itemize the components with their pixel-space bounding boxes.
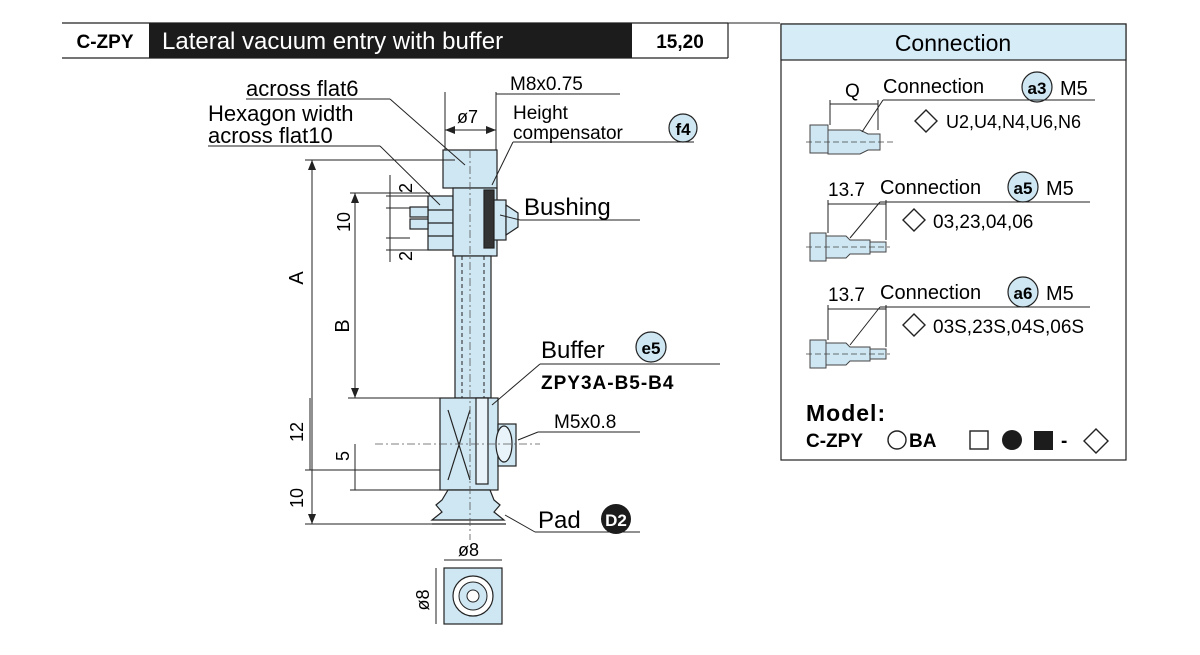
badge-f4 [668,113,698,143]
connection-panel: Connection Q Connection a3 M5 U2,U4,N4,U… [780,23,1127,461]
conn1-thread: M5 [1060,78,1088,100]
header-bar: C-ZPY Lateral vacuum entry with buffer 1… [62,22,780,59]
label-port-thread: M5x0.8 [554,412,616,433]
model-prefix: C-ZPY [806,431,863,452]
label-buffer-part: ZPY3A-B5-B4 [541,373,674,394]
model-ba: BA [909,431,937,452]
part-drawing [409,92,519,525]
dim-A: A [286,271,308,285]
pad-part [430,489,506,521]
badge-a3-text: a3 [1028,79,1047,98]
conn2-label: Connection [880,177,981,199]
badge-f4-text: f4 [675,120,691,139]
conn2-dim: 13.7 [828,180,865,201]
conn3-options: 03S,23S,04S,06S [933,317,1084,338]
badge-a5-text: a5 [1014,179,1033,198]
label-thread-top: M8x0.75 [510,74,583,95]
label-pad: Pad [538,507,581,534]
badge-d2 [601,504,631,534]
conn1-options: U2,U4,N4,U6,N6 [946,112,1081,132]
header-title-bg [149,23,632,58]
bottom-view: ø8 ø8 [413,540,503,625]
connection-item-a3: Q Connection a3 M5 U2,U4,N4,U6,N6 [806,71,1095,155]
circle-outline-icon [887,430,907,450]
label-across-flat6: across flat6 [246,76,359,101]
circle-filled-icon [1002,430,1022,450]
label-across-flat10: across flat10 [208,123,333,148]
diamond-icon [914,109,938,133]
dim-10-bottom: 10 [287,488,307,508]
conn1-dim: Q [845,81,860,102]
label-compensator: compensator [513,123,624,144]
conn3-label: Connection [880,282,981,304]
model-label: Model: [806,400,886,426]
badge-d2-text: D2 [605,511,627,530]
model-dash: - [1061,431,1067,452]
square-filled-icon [1034,431,1053,450]
connection-header [780,23,1127,61]
dim-2-top: 2 [396,183,416,193]
connection-item-a6: 13.7 Connection a6 M5 03S,23S,04S,06S [806,276,1090,369]
diamond-icon [902,208,926,232]
badge-e5-text: e5 [642,339,661,358]
connection-item-a5: 13.7 Connection a5 M5 03,23,04,06 [806,171,1090,262]
label-bottom-dia-w: ø8 [458,540,479,560]
label-dia-top: ø7 [457,107,478,127]
dimension-lines [208,93,720,533]
header-code: C-ZPY [77,32,134,53]
dim-5: 5 [333,451,353,461]
label-buffer: Buffer [541,337,605,364]
badge-a6-text: a6 [1014,284,1033,303]
diamond-icon [1083,428,1109,454]
conn2-options: 03,23,04,06 [933,212,1033,233]
label-hexagon-width: Hexagon width [208,101,354,126]
connection-title: Connection [895,30,1011,56]
dim-10: 10 [334,212,354,232]
square-outline-icon [969,430,989,450]
header-title: Lateral vacuum entry with buffer [162,28,503,55]
dimension-arrows [308,126,496,524]
header-sizes: 15,20 [656,32,704,53]
bushing-part [483,189,495,249]
dim-12: 12 [287,422,307,442]
label-bottom-dia-h: ø8 [413,589,433,610]
conn3-dim: 13.7 [828,285,865,306]
conn1-label: Connection [883,76,984,98]
centerlines [375,150,540,540]
diamond-icon [902,313,926,337]
model-code: Model: C-ZPY BA - [806,400,1109,454]
dim-2-bottom: 2 [396,251,416,261]
badge-e5 [635,331,667,363]
conn3-thread: M5 [1046,283,1074,305]
label-bushing: Bushing [524,194,611,221]
badge-a3 [1021,71,1053,103]
label-height: Height [513,103,569,124]
shaft [454,255,492,399]
conn2-thread: M5 [1046,178,1074,200]
dim-B: B [332,319,354,332]
